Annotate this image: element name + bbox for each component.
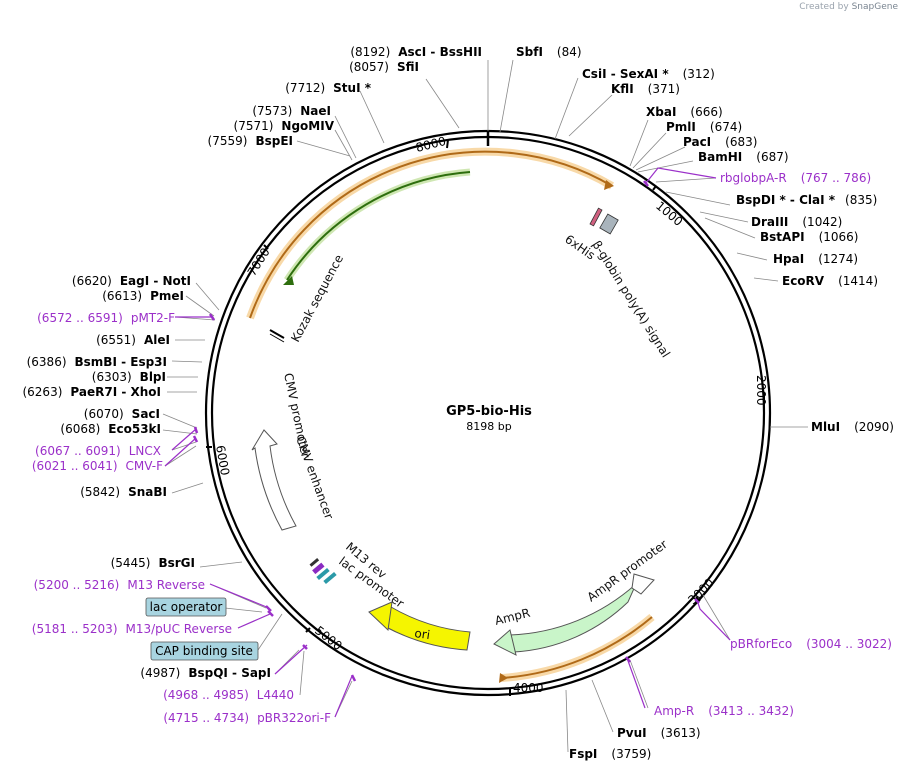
cmv-arrow (251, 429, 297, 531)
enzyme-naei: (7573)NaeI (252, 104, 331, 118)
primer-amp-r: Amp-R(3413 .. 3432) (654, 704, 794, 718)
orange-arc-top (249, 150, 613, 319)
enzyme-snabi: (5842)SnaBI (80, 485, 167, 499)
tick-label-1000: 1000 (653, 199, 685, 229)
green-arc-head (283, 276, 294, 285)
tick-label-2000: 2000 (754, 375, 768, 406)
lac-region (309, 558, 337, 585)
enzyme-xbai: XbaI(666) (646, 105, 723, 119)
primer-pbr322ori-f: (4715 .. 4734)pBR322ori-F (163, 711, 331, 725)
primer-ticks (192, 180, 700, 682)
enzyme-ngomiv: (7571)NgoMIV (234, 119, 335, 133)
enzyme-kfli: KflI(371) (611, 82, 680, 96)
ori-arrow (370, 606, 471, 651)
tick-label-6000: 6000 (213, 444, 232, 477)
green-arc (286, 171, 471, 281)
enzyme-stui: (7712)StuI * (285, 81, 371, 95)
plasmid-size: 8198 bp (466, 420, 511, 433)
enzyme-bamhi: BamHI(687) (698, 150, 789, 164)
enzyme-alei: (6551)AleI (96, 333, 170, 347)
orange-arc-bottom-head (499, 673, 508, 683)
tick-marks (206, 139, 765, 696)
enzyme-labels-left: (8192)AscI - BssHII (8057)SfiI (7712)Stu… (22, 45, 482, 680)
enzyme-bstapi: BstAPI(1066) (760, 230, 858, 244)
primer-lncx: (6067 .. 6091)LNCX (35, 444, 161, 458)
enzyme-bsrgi: (5445)BsrGI (111, 556, 195, 570)
lac-operator-mark (323, 571, 337, 585)
ampr-arrow (509, 583, 637, 653)
enzyme-draiii: DraIII(1042) (751, 215, 842, 229)
globin-polya-mark (599, 213, 619, 235)
primer-m13-reverse: (5200 .. 5216)M13 Reverse (34, 578, 205, 592)
enzyme-asci-bsshii: (8192)AscI - BssHII (350, 45, 482, 59)
cmv-enhancer-label: CMV enhancer (293, 434, 336, 521)
enzyme-hpai: HpaI(1274) (773, 252, 858, 266)
enzyme-bspei: (7559)BspEI (208, 134, 293, 148)
lac-promoter-mark (316, 567, 330, 581)
enzyme-saci: (6070)SacI (84, 407, 160, 421)
primer-markers (164, 167, 731, 718)
primer-rbglobpa-r: rbglobpA-R(767 .. 786) (720, 171, 871, 185)
cap-binding-site-label: CAP binding site (155, 644, 253, 658)
plasmid-name: GP5-bio-His (446, 404, 532, 419)
enzyme-blpi: (6303)BlpI (92, 370, 166, 384)
globin-polya-label: β-globin poly(A) signal (589, 238, 672, 360)
enzyme-pmli: PmlI(674) (666, 120, 742, 134)
enzyme-bspqi-sapi: (4987)BspQI - SapI (140, 666, 271, 680)
ampr-arrow-head (493, 629, 517, 656)
cap-binding-site-box (150, 641, 259, 661)
orange-arc-bottom (501, 616, 653, 679)
enzyme-bsmbi-esp3i: (6386)BsmBI - Esp3I (27, 355, 167, 369)
ampr-label: AmpR (493, 606, 531, 628)
feature-arcs (246, 147, 655, 683)
his-tag-mark (589, 207, 603, 227)
snapgene-logo-text: SnapGene (851, 2, 898, 12)
enzyme-paer7i-xhoi: (6263)PaeR7I - XhoI (22, 385, 161, 399)
boxed-feature-labels: lac operator CAP binding site (145, 597, 259, 661)
ampr-promoter-arrow (631, 573, 655, 595)
enzyme-fspi: FspI(3759) (569, 747, 651, 761)
orange-arc-top-head (604, 180, 614, 190)
lac-operator-label: lac operator (150, 600, 223, 614)
primer-pmt2-f: (6572 .. 6591)pMT2-F (37, 311, 175, 325)
enzyme-mlui: MluI(2090) (811, 420, 894, 434)
tick-label-4000: 4000 (513, 681, 544, 695)
primer-l4440: (4968 .. 4985)L4440 (163, 688, 294, 702)
right-leader-lines (487, 59, 808, 753)
ori-label: ori (414, 626, 431, 642)
enzyme-pvui: PvuI(3613) (617, 726, 701, 740)
lac-operator-box (145, 597, 227, 617)
snapgene-credit: Created by SnapGene (799, 2, 898, 12)
enzyme-csii-sexai: CsiI - SexAI *(312) (582, 67, 715, 81)
cap-site-mark (309, 558, 320, 567)
green-arc-glow (284, 168, 471, 282)
ori-arrow-head (368, 601, 393, 632)
kozak-mark-2 (269, 333, 285, 343)
his-globin-features: 6xHis β-globin poly(A) signal (562, 207, 673, 360)
enzyme-labels-right: SbfI(84) CsiI - SexAI *(312) KflI(371) X… (516, 45, 894, 761)
enzyme-sfii: (8057)SfiI (349, 60, 419, 74)
credit-text: Created by (799, 2, 849, 12)
enzyme-ecorv: EcoRV(1414) (782, 274, 878, 288)
enzyme-sbfi: SbfI(84) (516, 45, 582, 59)
enzyme-bspdi-clai: BspDI * - ClaI *(835) (736, 193, 877, 207)
primer-pbrforeco: pBRforEco(3004 .. 3022) (730, 637, 892, 651)
enzyme-pmei: (6613)PmeI (102, 289, 184, 303)
kozak-mark (269, 329, 285, 339)
primer-cmv-f: (6021 .. 6041)CMV-F (32, 459, 163, 473)
enzyme-eco53ki: (6068)Eco53kI (60, 422, 161, 436)
m13rev-mark (312, 562, 325, 575)
primer-m13puc-reverse: (5181 .. 5203)M13/pUC Reverse (32, 622, 232, 636)
enzyme-paci: PacI(683) (683, 135, 757, 149)
primer-labels: rbglobpA-R(767 .. 786) pBRforEco(3004 ..… (32, 171, 892, 725)
tick-label-3000: 3000 (685, 576, 716, 607)
enzyme-eagi-noti: (6620)EagI - NotI (72, 274, 191, 288)
